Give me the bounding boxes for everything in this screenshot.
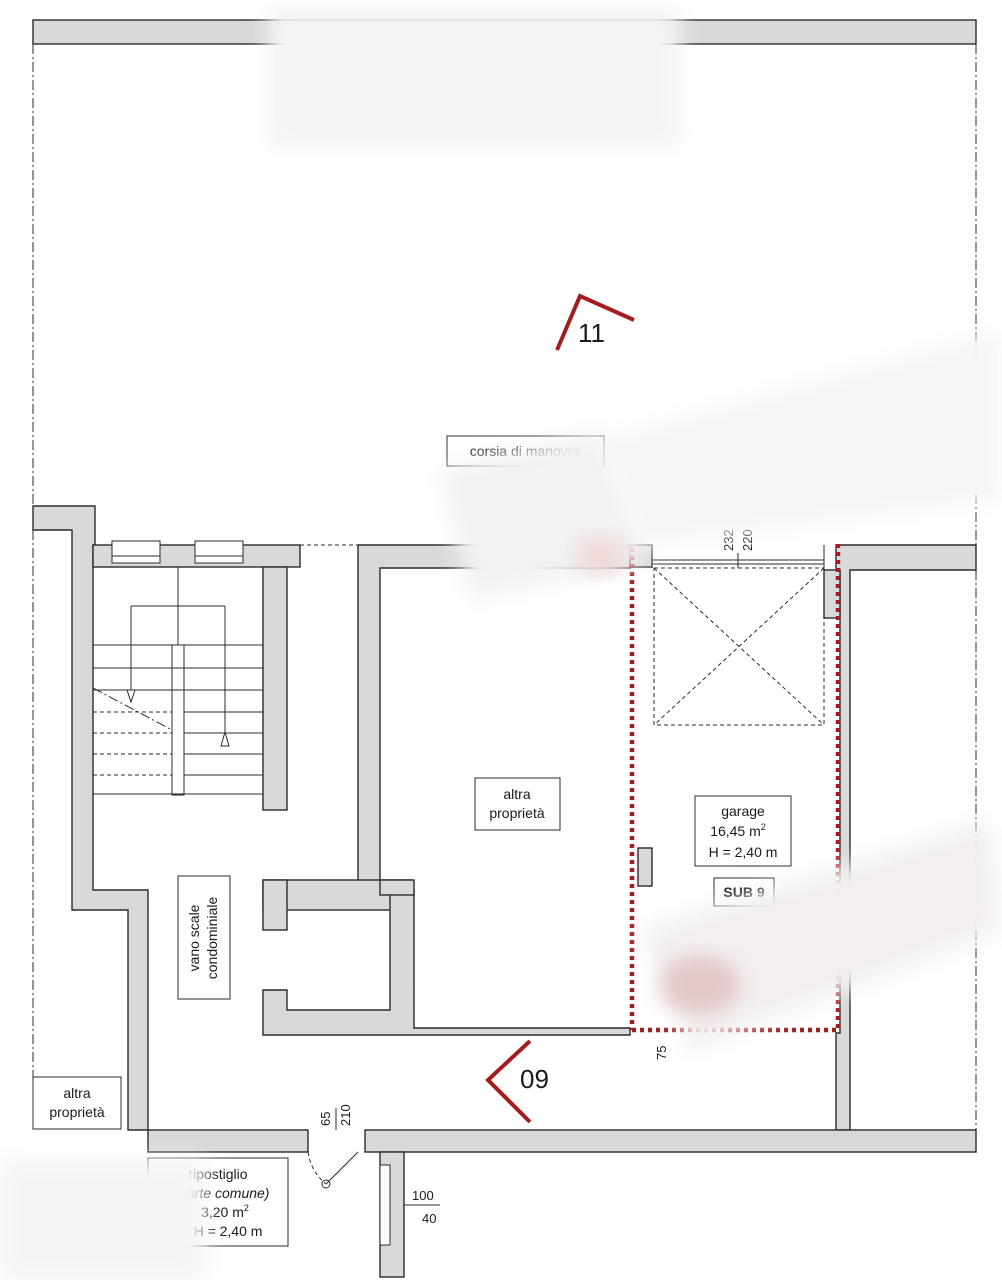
view-number-11: 11 [578,318,605,348]
altra-line1: altra [503,786,530,802]
rip-area: 3,20 m [201,1204,244,1220]
vano-line1: vano scale [186,904,202,971]
dim-210: 210 [338,1104,353,1126]
altra-line2: proprietà [489,805,544,821]
garage-height: H = 2,40 m [709,844,778,860]
dim-75: 75 [654,1046,669,1060]
staircase [92,566,264,796]
view-marker-09 [485,1039,532,1124]
dim-65: 65 [318,1112,333,1126]
rip-height: H = 2,40 m [194,1223,263,1239]
svg-text:3,20 m2: 3,20 m2 [201,1203,249,1220]
dim-232: 232 [721,529,736,551]
dim-40: 40 [422,1211,436,1226]
dim-100: 100 [412,1188,434,1203]
garage-name: garage [721,803,765,819]
blurred-overlays [0,8,1002,1280]
dim-220: 220 [740,529,755,551]
label-altra-proprieta-center: altra proprietà [474,777,561,831]
stair-windows [111,540,244,564]
label-vano-scale: vano scale condominiale [177,875,231,1000]
view-number-09: 09 [520,1064,549,1094]
dimensions: 232 220 65 210 100 40 75 [318,529,755,1226]
view-marker-11 [555,293,635,351]
ripostiglio-door [307,1130,440,1246]
garage-highlight [629,544,841,1033]
vano-line2: condominiale [204,897,220,980]
garage-door [651,545,825,726]
altra-left-line1: altra [63,1085,90,1101]
rip-area-sup: 2 [244,1203,249,1213]
altra-left-line2: proprietà [49,1104,104,1120]
garage-area-sup: 2 [761,822,766,832]
center-lot [379,568,630,1029]
garage-area: 16,45 m [710,823,761,839]
svg-text:16,45 m2: 16,45 m2 [710,822,766,839]
label-altra-proprieta-left: altra proprietà [32,1076,122,1130]
